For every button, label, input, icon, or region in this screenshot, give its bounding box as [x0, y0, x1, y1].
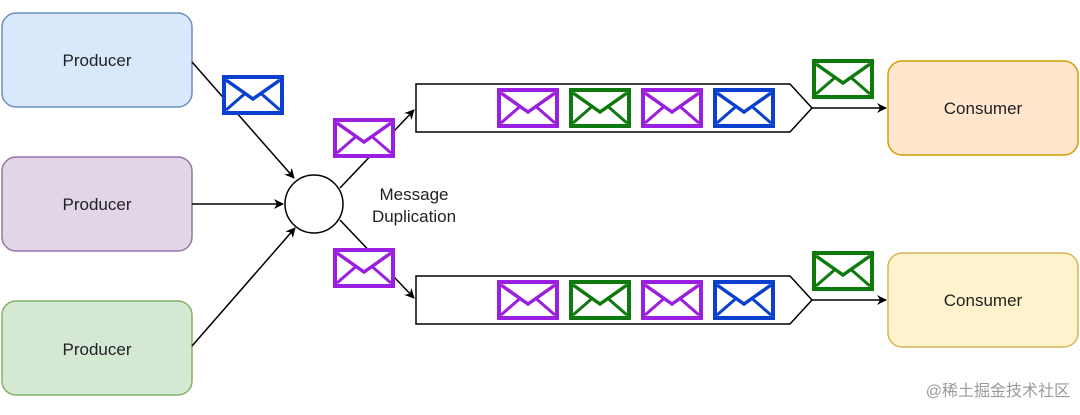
producer-label: Producer	[63, 195, 132, 214]
queue-message-icon-purple	[497, 280, 559, 320]
queue-message-icon-purple	[641, 88, 703, 128]
queue-message-icon-purple	[641, 280, 703, 320]
producer-label: Producer	[63, 340, 132, 359]
edge-producer1-duplicator	[191, 61, 295, 179]
queue-message-icon-blue	[713, 88, 775, 128]
duplicator-label-line1: Message	[380, 185, 449, 204]
producer-node-1[interactable]: Producer	[1, 12, 193, 108]
consumer-label: Consumer	[944, 99, 1023, 118]
duplicator-node[interactable]	[284, 174, 344, 234]
producer-node-3[interactable]: Producer	[1, 300, 193, 396]
queue-message-icon-blue	[713, 280, 775, 320]
producer-label: Producer	[63, 51, 132, 70]
producer-node-2[interactable]: Producer	[1, 156, 193, 252]
consumer-node-1[interactable]: Consumer	[887, 60, 1079, 156]
envelope-icon-purple	[333, 118, 395, 158]
envelope-icon-green	[812, 59, 874, 99]
envelope-icon-purple	[333, 248, 395, 288]
watermark-text: @稀土掘金技术社区	[926, 382, 1070, 400]
consumer-node-2[interactable]: Consumer	[887, 252, 1079, 348]
queue-message-icon-green	[569, 88, 631, 128]
envelope-icon-green	[812, 251, 874, 291]
queue-message-icon-purple	[497, 88, 559, 128]
queue-message-icon-green	[569, 280, 631, 320]
envelope-icon-blue	[222, 75, 284, 115]
consumer-label: Consumer	[944, 291, 1023, 310]
duplicator-label-line2: Duplication	[372, 207, 456, 226]
edge-producer3-duplicator	[191, 227, 296, 347]
